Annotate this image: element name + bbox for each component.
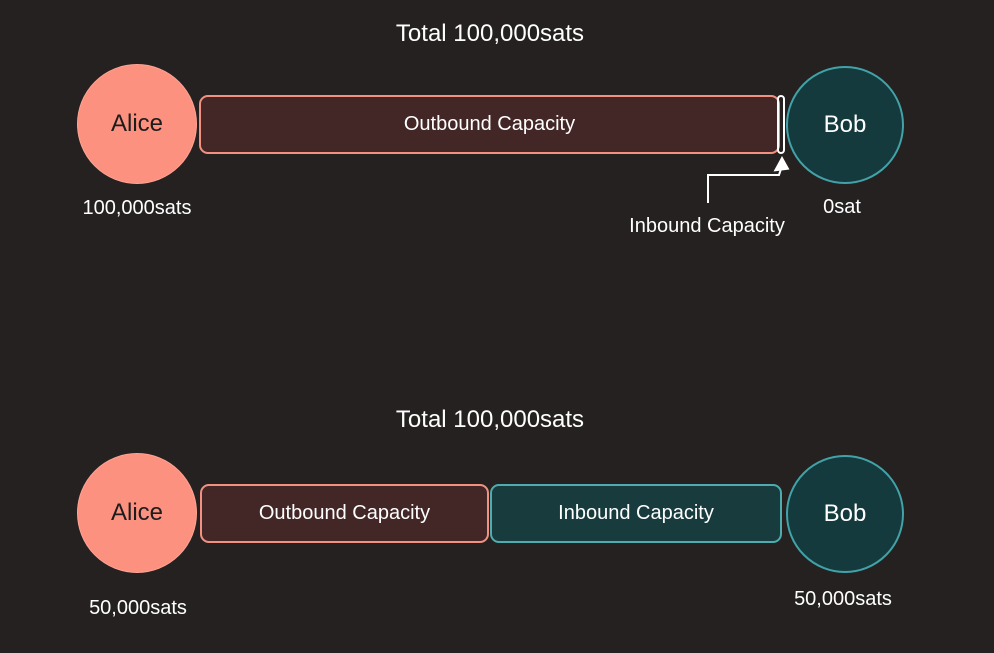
diagram1-bob-amount: 0sat — [823, 196, 861, 218]
diagram2-inbound-capacity-label: Inbound Capacity — [558, 502, 714, 524]
diagram2-bob-node: Bob — [786, 455, 904, 573]
diagram2-alice-amount: 50,000sats — [89, 597, 187, 619]
diagram1-alice-node: Alice — [77, 64, 197, 184]
diagram2-outbound-capacity-label: Outbound Capacity — [258, 502, 431, 524]
diagram1-bob-node: Bob — [786, 66, 904, 184]
diagram1-alice-label: Alice — [110, 110, 164, 137]
diagram2-outbound-capacity-bar: Outbound Capacity — [200, 484, 489, 543]
diagram2-bob-amount: 50,000sats — [794, 588, 892, 610]
diagram1-title: Total 100,000sats — [395, 20, 585, 47]
diagram1-inbound-capacity-zero-sliver — [777, 95, 785, 154]
diagram2-alice-node: Alice — [77, 453, 197, 573]
diagram1-outbound-capacity-label: Outbound Capacity — [403, 113, 576, 135]
diagram2-title: Total 100,000sats — [395, 406, 585, 433]
diagram1-inbound-capacity-pointer-label: Inbound Capacity — [629, 215, 785, 237]
diagram1-alice-amount: 100,000sats — [82, 197, 192, 219]
diagram2-inbound-capacity-bar: Inbound Capacity — [490, 484, 782, 543]
diagram2-alice-label: Alice — [110, 499, 164, 526]
diagram1-bob-label: Bob — [823, 111, 867, 138]
diagram1-outbound-capacity-bar: Outbound Capacity — [199, 95, 780, 154]
diagram2-bob-label: Bob — [823, 500, 867, 527]
